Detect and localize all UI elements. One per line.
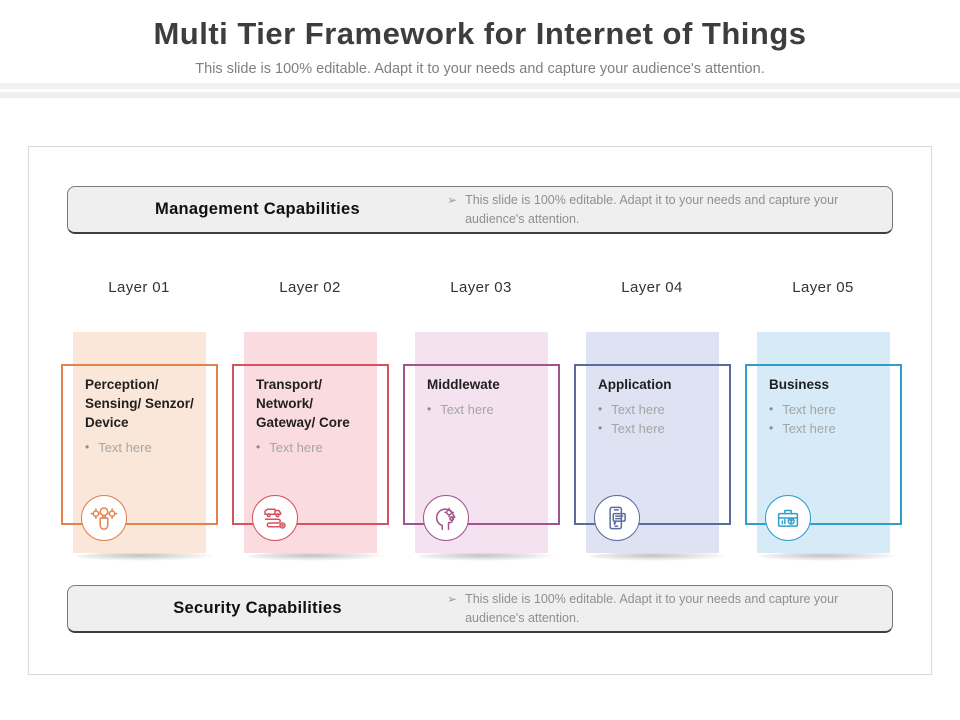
card-body: Middlewate • Text here [415,332,548,553]
layer-01-label: Layer 01 [108,279,170,296]
bullet-dot: • [85,439,90,454]
placeholder-text: Text here [269,439,323,455]
placeholder-text: Text here [611,421,665,437]
card-title: Middlewate [427,377,500,392]
arrow-bullet-icon: ➢ [447,591,458,606]
phone-chat-icon [594,495,640,541]
card-frame [574,364,731,525]
card-title: Business [769,377,830,392]
card-frame [232,364,389,525]
layer-04-label: Layer 04 [621,279,683,296]
diagram-frame: Management Capabilities ➢ This slide is … [28,146,932,675]
head-gears-icon [423,495,469,541]
card-frame [403,364,560,525]
bullet-dot: • [256,439,261,454]
card-shadow [419,552,559,561]
layer-01-card[interactable]: Perception/ Sensing/ Senzor/ Device • Tex… [61,332,251,572]
management-capabilities-bar[interactable]: Management Capabilities ➢ This slide is … [67,186,893,234]
card-shadow [248,552,388,561]
briefcase-finance-icon [765,495,811,541]
security-capabilities-note: ➢ This slide is 100% editable. Adapt it … [447,590,859,628]
card-title: Perception/ Sensing/ Senzor/ Device [85,377,194,430]
placeholder-text: Text here [782,401,836,417]
security-capabilities-bar[interactable]: Security Capabilities ➢ This slide is 10… [67,585,893,633]
placeholder-text: Text here [611,401,665,417]
truck-route-pin-icon [252,495,298,541]
bullet-dot: • [598,421,603,436]
placeholder-text: Text here [782,421,836,437]
card-body: Transport/ Network/ Gateway/ Core • Text … [244,332,377,553]
bullet-dot: • [769,421,774,436]
layer-02-card[interactable]: Transport/ Network/ Gateway/ Core • Text … [232,332,422,572]
bullet-dot: • [427,401,432,416]
divider-band [0,83,960,98]
page-title: Multi Tier Framework for Internet of Thi… [153,16,807,51]
placeholder-text: Text here [98,439,152,455]
management-note-text: This slide is 100% editable. Adapt it to… [465,192,839,226]
card-frame [61,364,218,525]
bullet-dot: • [598,401,603,416]
layer-03-card[interactable]: Middlewate • Text here [403,332,593,572]
card-shadow [761,552,901,561]
management-capabilities-note: ➢ This slide is 100% editable. Adapt it … [447,191,859,229]
layer-02-label: Layer 02 [279,279,341,296]
layer-05-label: Layer 05 [792,279,854,296]
layer-04-card[interactable]: Application • Text here • Text here [574,332,764,572]
bullet-dot: • [769,401,774,416]
security-note-text: This slide is 100% editable. Adapt it to… [465,591,839,625]
card-title: Application [598,377,672,392]
card-frame [745,364,902,525]
card-shadow [77,552,217,561]
layer-05-card[interactable]: Business • Text here • Text here [745,332,935,572]
layer-03-label: Layer 03 [450,279,512,296]
card-title: Transport/ Network/ Gateway/ Core [256,377,350,430]
page-subtitle: This slide is 100% editable. Adapt it to… [195,61,765,77]
card-shadow [590,552,730,561]
idea-head-gears-icon [81,495,127,541]
arrow-bullet-icon: ➢ [447,192,458,207]
security-capabilities-label: Security Capabilities [173,599,342,617]
placeholder-text: Text here [440,401,494,417]
management-capabilities-label: Management Capabilities [155,200,360,218]
